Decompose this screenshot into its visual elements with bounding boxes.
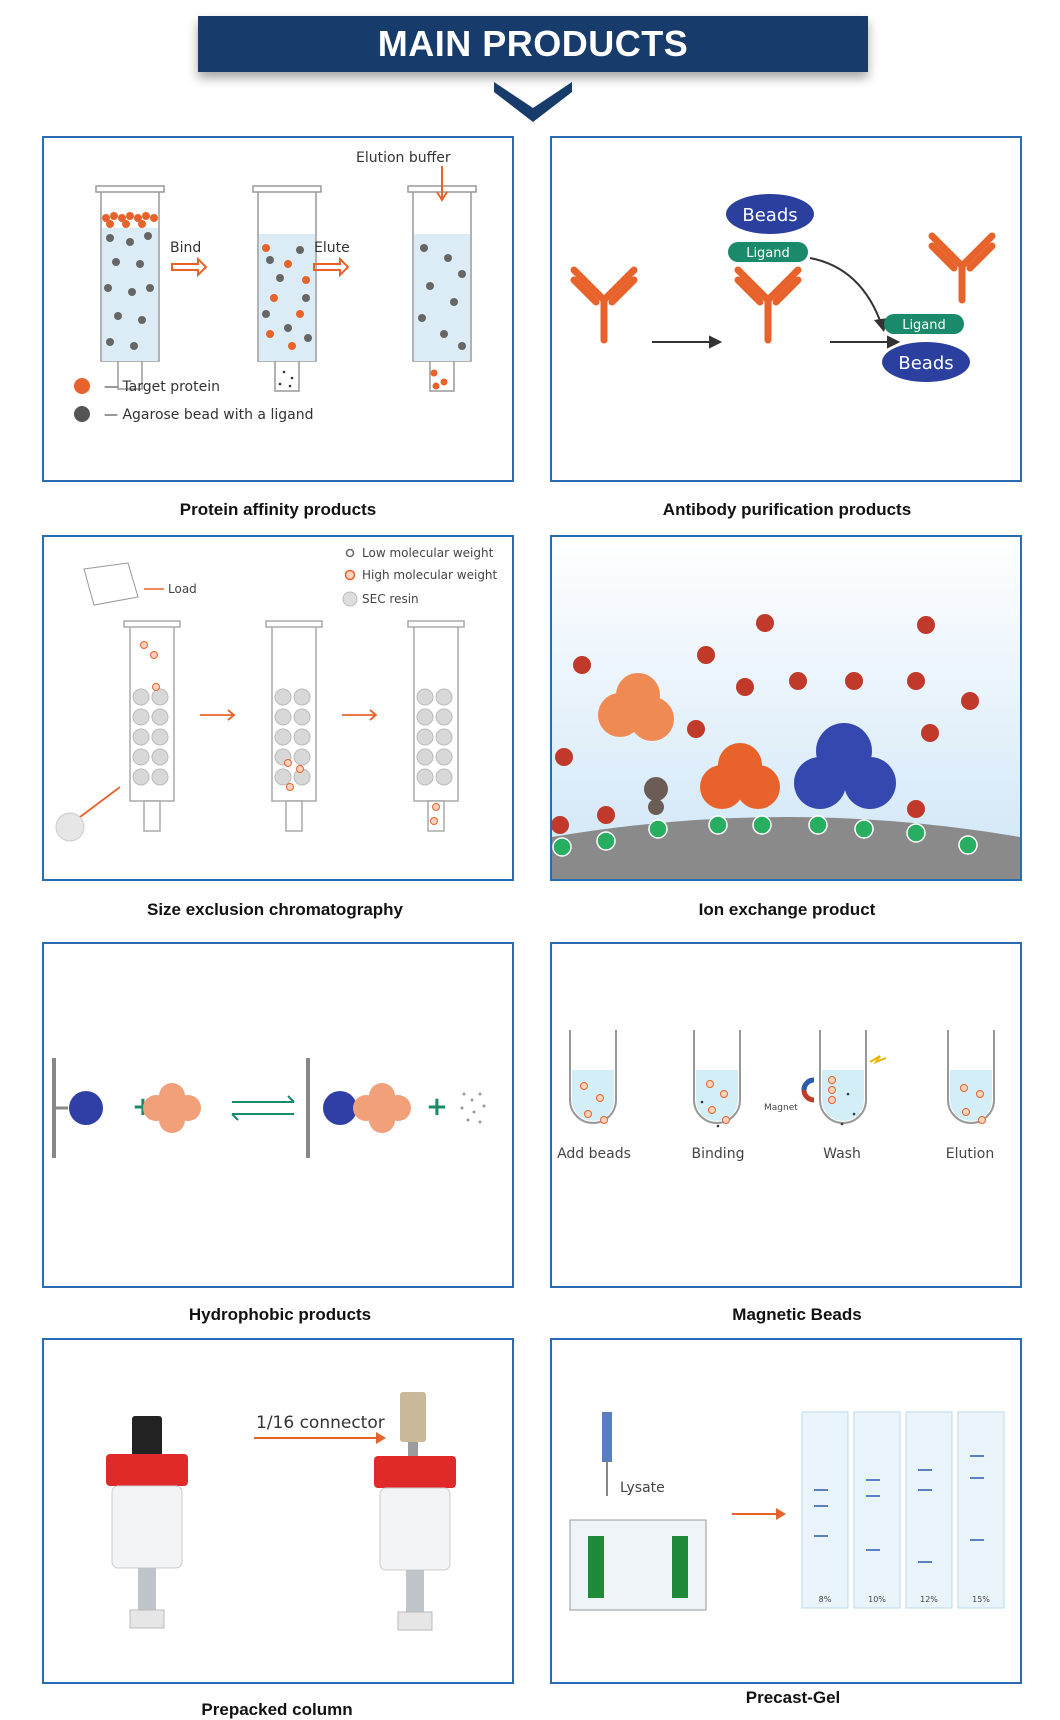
step-binding: Binding [692, 1146, 745, 1162]
page-title: MAIN PRODUCTS [377, 23, 689, 64]
beads-label-2: Beads [898, 353, 953, 374]
target-protein-icon [74, 378, 90, 394]
elution-buffer-label: Elution buffer [356, 150, 451, 166]
svg-text:+: + [426, 1092, 448, 1122]
magnetic-beads-card[interactable]: Magnet Add beads Binding Wash Elution [550, 942, 1022, 1288]
connector-label: 1/16 connector [256, 1413, 385, 1433]
step-elution: Elution [946, 1146, 994, 1162]
legend-bead: — Agarose bead with a ligand [104, 407, 313, 423]
main-products-banner: MAIN PRODUCTS [198, 16, 868, 72]
chevron-down-icon [494, 82, 572, 122]
legend-target: — Target protein [104, 379, 220, 395]
gel-8: 8% [819, 1595, 832, 1604]
precast-gel-diagram: Lysate 8% 10% 12% 15% [569, 1411, 1005, 1611]
magnet-label: Magnet [764, 1103, 798, 1113]
load-label: Load [168, 582, 197, 596]
magnetic-beads-diagram: Magnet Add beads Binding Wash Elution [557, 1030, 995, 1162]
antibody-purification-card[interactable]: Beads Ligand Ligand Beads [550, 136, 1022, 482]
beads-label-1: Beads [742, 205, 797, 226]
step-add-beads: Add beads [557, 1146, 631, 1162]
affinity-diagram: Bind Elute Elution buffer — Target prote… [74, 150, 477, 423]
caption-protein-affinity: Protein affinity products [179, 500, 377, 519]
ligand-label-2: Ligand [902, 318, 946, 333]
sec-diagram: Low molecular weight High molecular weig… [55, 546, 498, 842]
gel-10: 10% [868, 1595, 886, 1604]
hydrophobic-card[interactable]: + + [42, 942, 514, 1288]
caption-antibody-purification: Antibody purification products [662, 500, 912, 519]
sec-resin-label: SEC resin [362, 592, 419, 606]
caption-precast-gel: Precast-Gel [745, 1688, 841, 1707]
gel-12: 12% [920, 1595, 938, 1604]
hydrophobic-diagram: + + [52, 1058, 486, 1158]
ion-exchange-diagram [552, 537, 1020, 879]
protein-affinity-card[interactable]: Bind Elute Elution buffer — Target prote… [42, 136, 514, 482]
size-exclusion-card[interactable]: Low molecular weight High molecular weig… [42, 535, 514, 881]
antibody-diagram: Beads Ligand Ligand Beads [570, 194, 996, 382]
bind-label: Bind [170, 240, 201, 256]
prepacked-column-diagram: 1/16 connector [106, 1392, 456, 1631]
ligand-label-1: Ligand [746, 246, 790, 261]
elute-label: Elute [314, 240, 350, 256]
high-mw-label: High molecular weight [362, 568, 498, 582]
agarose-bead-icon [74, 406, 90, 422]
lysate-label: Lysate [620, 1480, 665, 1496]
ion-exchange-card[interactable] [550, 535, 1022, 881]
caption-ion-exchange: Ion exchange product [698, 900, 876, 919]
gel-15: 15% [972, 1595, 990, 1604]
caption-size-exclusion: Size exclusion chromatography [146, 900, 403, 919]
step-wash: Wash [823, 1146, 861, 1162]
caption-magnetic-beads: Magnetic Beads [732, 1305, 862, 1324]
precast-gel-card[interactable]: Lysate 8% 10% 12% 15% [550, 1338, 1022, 1684]
low-mw-label: Low molecular weight [362, 546, 494, 560]
prepacked-column-card[interactable]: 1/16 connector [42, 1338, 514, 1684]
caption-prepacked-column: Prepacked column [201, 1700, 353, 1719]
caption-hydrophobic: Hydrophobic products [188, 1305, 372, 1324]
